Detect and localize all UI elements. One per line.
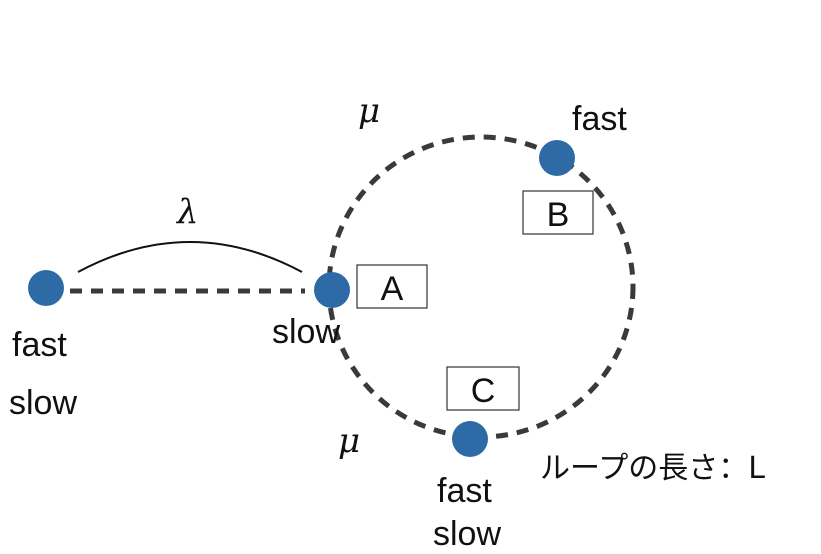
box-b xyxy=(522,190,594,235)
box-a-label: A xyxy=(381,270,404,308)
lambda-label: λ xyxy=(175,192,199,232)
fast-bottom-label: fast xyxy=(437,472,492,510)
slow-mid-label: slow xyxy=(272,313,340,351)
slow-bottom-label: slow xyxy=(433,515,501,553)
fast-top-label: fast xyxy=(572,100,627,138)
box-a xyxy=(356,264,428,309)
node-b xyxy=(539,140,575,176)
box-c-label: C xyxy=(471,372,496,410)
node-c xyxy=(452,421,488,457)
lambda-arc xyxy=(77,241,303,273)
slow-left-label: slow xyxy=(9,384,77,422)
box-c xyxy=(446,366,520,411)
node-a xyxy=(314,272,350,308)
node-left xyxy=(28,270,64,306)
fast-left-label: fast xyxy=(12,326,67,364)
mu-top-label: μ xyxy=(358,91,380,131)
box-b-label: B xyxy=(547,196,570,234)
mu-bottom-label: μ xyxy=(338,421,360,461)
loop-length-caption: ループの長さ：L xyxy=(540,451,765,486)
